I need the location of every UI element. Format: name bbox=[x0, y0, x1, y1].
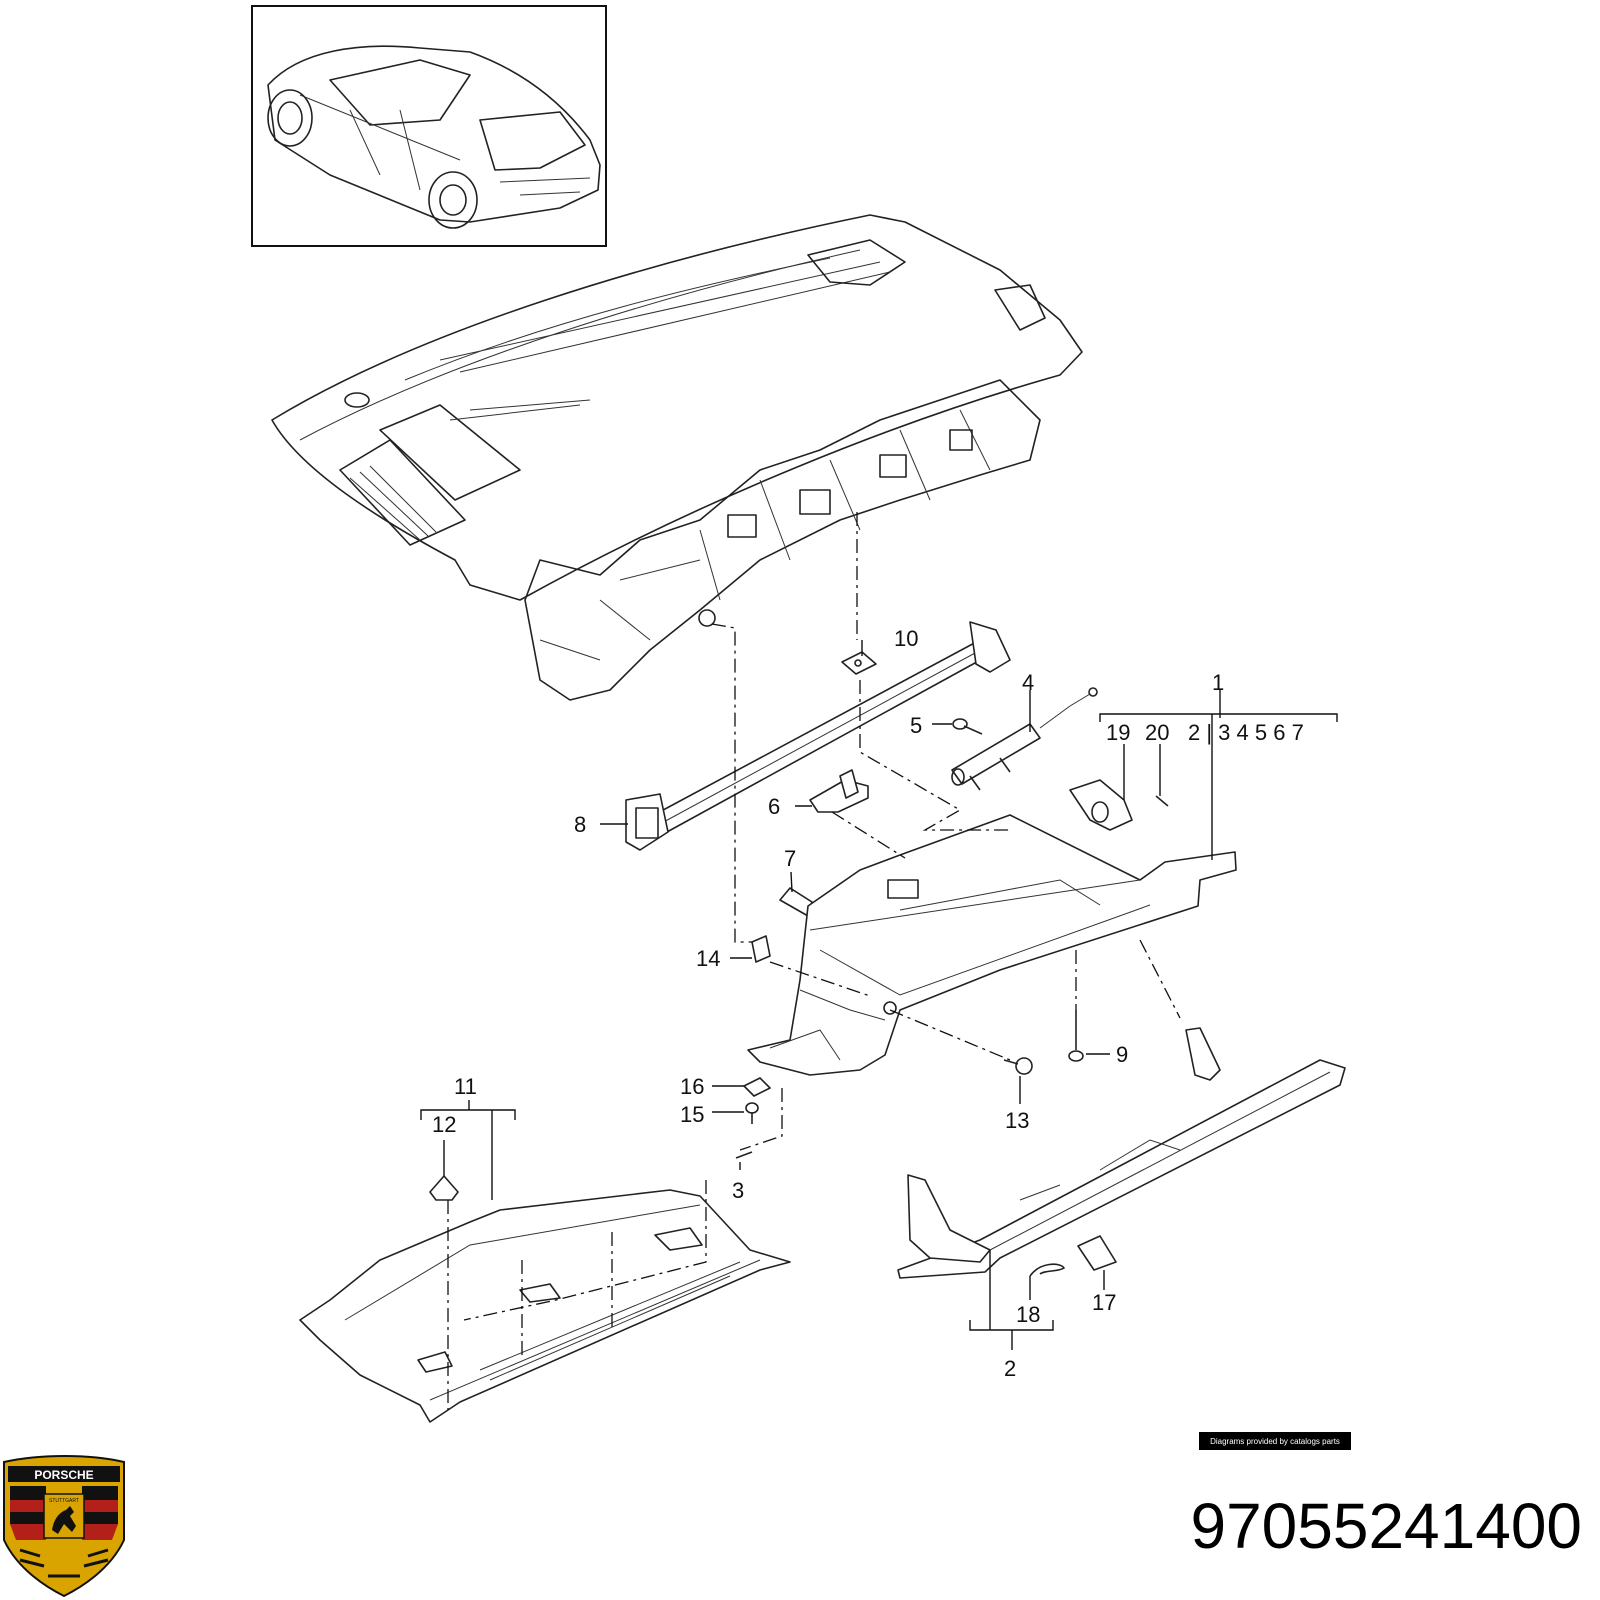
logo-brand-text: PORSCHE bbox=[34, 1468, 93, 1482]
dashboard-carrier bbox=[271, 214, 1083, 701]
callout-3: 3 bbox=[732, 1178, 744, 1203]
callout-group1-items: 2 | 3 4 5 6 7 bbox=[1188, 720, 1304, 745]
callout-9: 9 bbox=[1116, 1042, 1128, 1067]
part-2-glove-box-lid bbox=[897, 1027, 1346, 1279]
alignment-lines bbox=[447, 512, 1181, 1410]
callout-13: 13 bbox=[1005, 1108, 1029, 1133]
part-10-clip bbox=[841, 651, 877, 675]
callout-15: 15 bbox=[680, 1102, 704, 1127]
part-4-damper bbox=[951, 687, 1098, 791]
part-16-nut bbox=[743, 1077, 771, 1097]
callout-1: 1 bbox=[1212, 670, 1224, 695]
part-6-bracket bbox=[809, 769, 869, 813]
part-8-cross-member bbox=[625, 621, 1011, 851]
part-18-spring bbox=[1029, 1263, 1065, 1277]
porsche-crest-logo: PORSCHE STUTTGART bbox=[3, 1455, 125, 1598]
callout-17: 17 bbox=[1092, 1290, 1116, 1315]
callout-labels: 1 19 20 2 | 3 4 5 6 7 4 5 6 7 8 10 14 9 … bbox=[432, 626, 1304, 1381]
part-1-glove-box-housing bbox=[747, 814, 1237, 1076]
part-12-clip bbox=[429, 1175, 459, 1201]
callout-20: 20 bbox=[1145, 720, 1169, 745]
callout-8: 8 bbox=[574, 812, 586, 837]
callout-10: 10 bbox=[894, 626, 918, 651]
logo-city-text: STUTTGART bbox=[49, 1498, 79, 1504]
credit-badge: Diagrams provided by catalogs parts bbox=[1199, 1432, 1351, 1450]
callout-5: 5 bbox=[910, 713, 922, 738]
callout-19: 19 bbox=[1106, 720, 1130, 745]
part-3-pin bbox=[735, 1151, 753, 1159]
part-15-screw bbox=[745, 1102, 759, 1124]
part-17-cap bbox=[1077, 1235, 1117, 1271]
callout-18: 18 bbox=[1016, 1302, 1040, 1327]
callout-14: 14 bbox=[696, 946, 720, 971]
credit-text: Diagrams provided by catalogs parts bbox=[1210, 1437, 1340, 1446]
leader-lines bbox=[420, 640, 1338, 1350]
part-7-buffer bbox=[779, 887, 813, 917]
part-19-latch bbox=[1069, 779, 1169, 831]
part-14-nut bbox=[751, 935, 771, 963]
part-13-screw bbox=[1003, 1057, 1033, 1075]
part-11-lower-trim bbox=[299, 1189, 791, 1423]
part-5-screw bbox=[952, 718, 983, 735]
car-thumbnail bbox=[251, 5, 607, 247]
callout-16: 16 bbox=[680, 1074, 704, 1099]
callout-2: 2 bbox=[1004, 1356, 1016, 1381]
callout-12: 12 bbox=[432, 1112, 456, 1137]
callout-4: 4 bbox=[1022, 670, 1034, 695]
callout-7: 7 bbox=[784, 846, 796, 871]
callout-6: 6 bbox=[768, 794, 780, 819]
part-number: 97055241400 bbox=[1190, 1490, 1582, 1562]
callout-11: 11 bbox=[454, 1074, 477, 1099]
part-9-bolt bbox=[1068, 1010, 1084, 1062]
